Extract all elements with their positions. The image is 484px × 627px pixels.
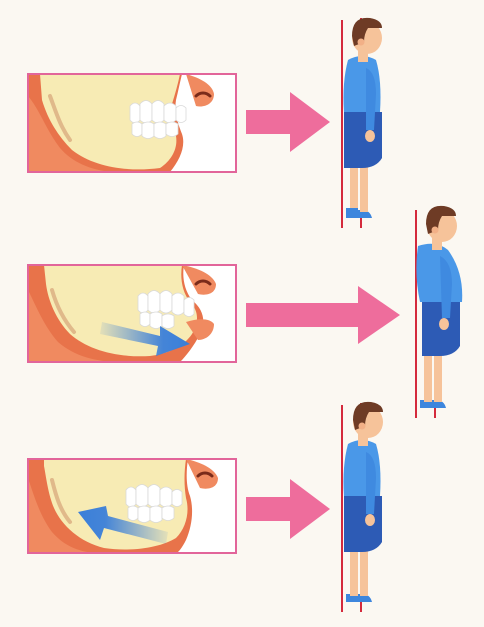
jaw-panel-overbite (28, 265, 236, 362)
pink-arrow-3 (246, 479, 330, 539)
posture-figure-forward-head (416, 206, 462, 418)
posture-figure-upright (342, 402, 383, 612)
jaw-panel-normal (28, 74, 236, 172)
jaw-panel-underbite (28, 459, 236, 553)
pink-arrow-1 (246, 92, 330, 152)
pink-arrow-2 (246, 286, 400, 344)
posture-figure-neutral (342, 18, 382, 228)
